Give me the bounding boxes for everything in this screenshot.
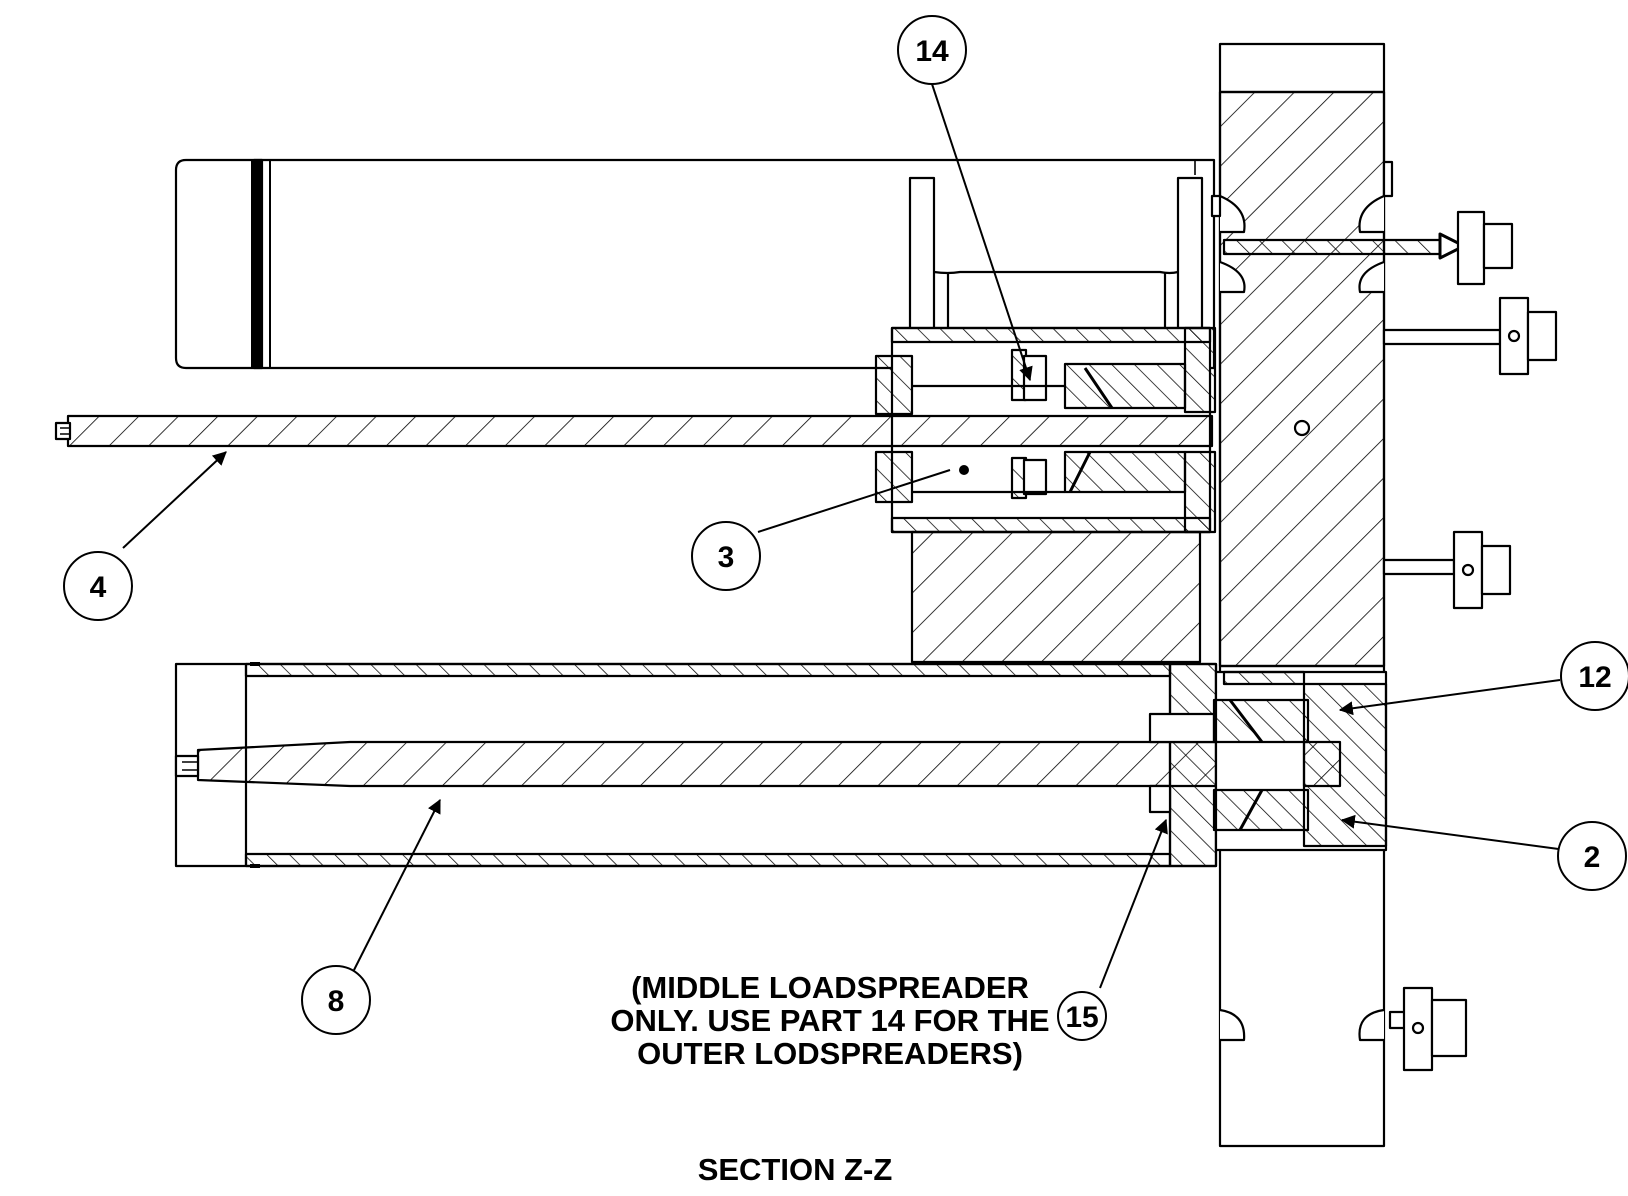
support-block [910, 530, 1202, 664]
svg-text:2: 2 [1584, 841, 1601, 874]
upper-cylinder [174, 158, 1216, 370]
svg-text:4: 4 [90, 571, 107, 604]
section-title: SECTION Z-Z [698, 1152, 893, 1187]
note-line-1: (MIDDLE LOADSPREADER [631, 970, 1029, 1005]
svg-text:14: 14 [915, 35, 949, 68]
svg-text:15: 15 [1065, 1001, 1098, 1034]
leader-15 [1099, 818, 1168, 989]
balloon-8: 8 [301, 965, 371, 1035]
leader-14 [931, 83, 1033, 382]
leader-2 [1340, 814, 1567, 851]
leader-12 [1338, 679, 1561, 716]
main-plate [1210, 42, 1394, 1148]
svg-text:8: 8 [328, 985, 345, 1018]
leader-8 [353, 798, 441, 971]
leader-3 [757, 469, 951, 533]
balloon-4: 4 [63, 551, 133, 621]
balloon-15: 15 [1057, 991, 1107, 1041]
leader-4 [122, 451, 227, 549]
upper-shaft [54, 414, 1214, 448]
balloon-3: 3 [691, 521, 761, 591]
svg-text:3: 3 [718, 541, 735, 574]
note-line-2: ONLY. USE PART 14 FOR THE [610, 1003, 1049, 1038]
leader-lines [122, 83, 1567, 989]
balloon-2: 2 [1557, 821, 1627, 891]
balloon-12: 12 [1560, 641, 1628, 711]
svg-text:12: 12 [1578, 661, 1611, 694]
note-line-3: OUTER LODSPREADERS) [637, 1036, 1023, 1071]
side-bolts [1222, 210, 1558, 1072]
lower-shaft [174, 712, 1322, 814]
balloon-14: 14 [897, 15, 967, 85]
leader-3-dot [959, 465, 969, 475]
note-text: (MIDDLE LOADSPREADER ONLY. USE PART 14 F… [610, 970, 1049, 1071]
